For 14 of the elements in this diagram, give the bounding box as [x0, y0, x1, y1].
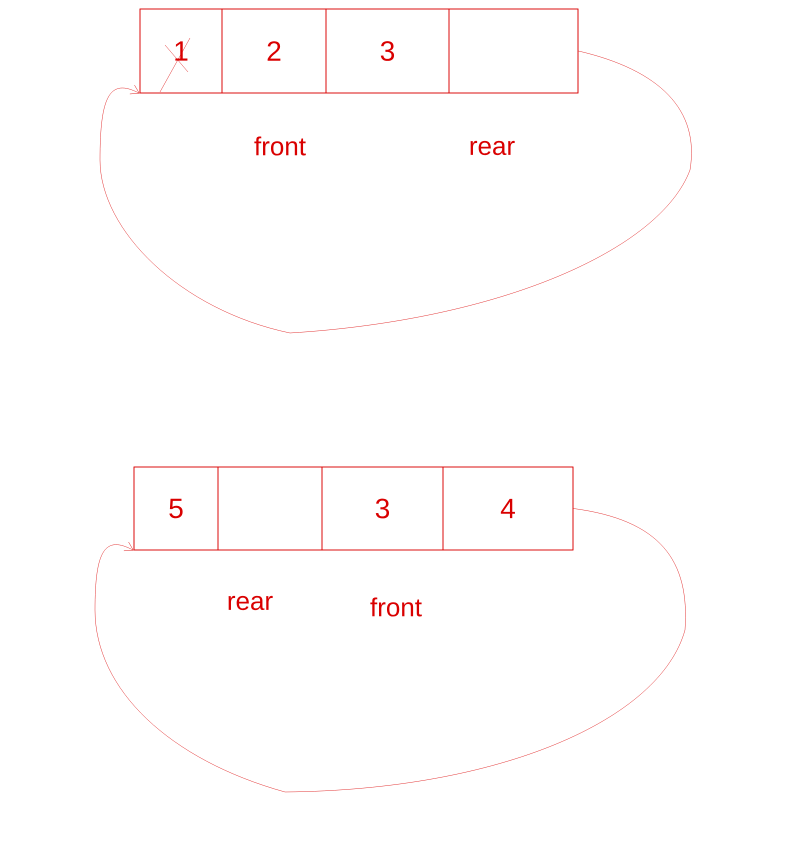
array-cell: [218, 466, 322, 550]
array-cell: [448, 8, 578, 94]
array-cell: 2: [222, 8, 326, 94]
curved-arrow: [100, 50, 692, 334]
array-cell: 5: [134, 466, 218, 550]
array-cell: 3: [322, 466, 444, 550]
pointer-label: front: [254, 136, 306, 156]
curved-arrow: [94, 508, 686, 792]
pointer-label: rear: [470, 140, 515, 156]
array-cell: 4: [442, 466, 574, 550]
pointer-label: front: [370, 597, 422, 617]
pointer-label: rear: [228, 596, 273, 610]
array-cell: 3: [326, 8, 450, 94]
array-cell: 1: [140, 8, 222, 94]
